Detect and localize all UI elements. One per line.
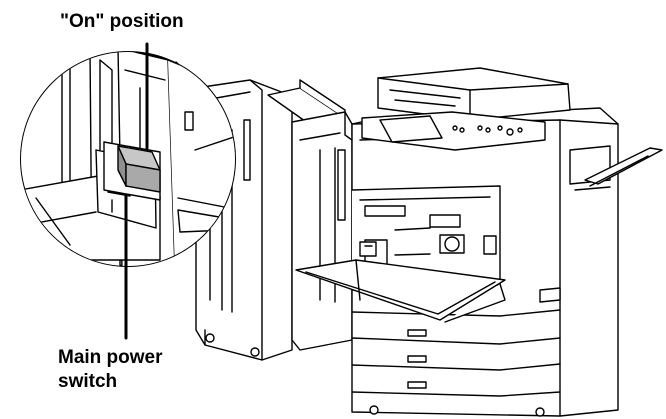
main-power-switch [117,145,161,193]
scanner-unit [377,67,571,121]
on-position-label: "On" position [60,11,184,32]
main-power-label-line1: Main power [58,347,163,368]
copier-machine [195,67,663,417]
machine-interior [359,235,497,257]
operation-panel [361,111,546,151]
front-cover-open [295,259,506,323]
main-power-label-line2: switch [58,371,118,392]
callout-pointers [124,42,149,340]
output-tray [584,147,663,187]
main-power-switch-label: Main power switch [58,346,163,394]
middle-unit [291,111,353,351]
main-body [351,107,619,417]
finisher-unit [195,79,293,361]
